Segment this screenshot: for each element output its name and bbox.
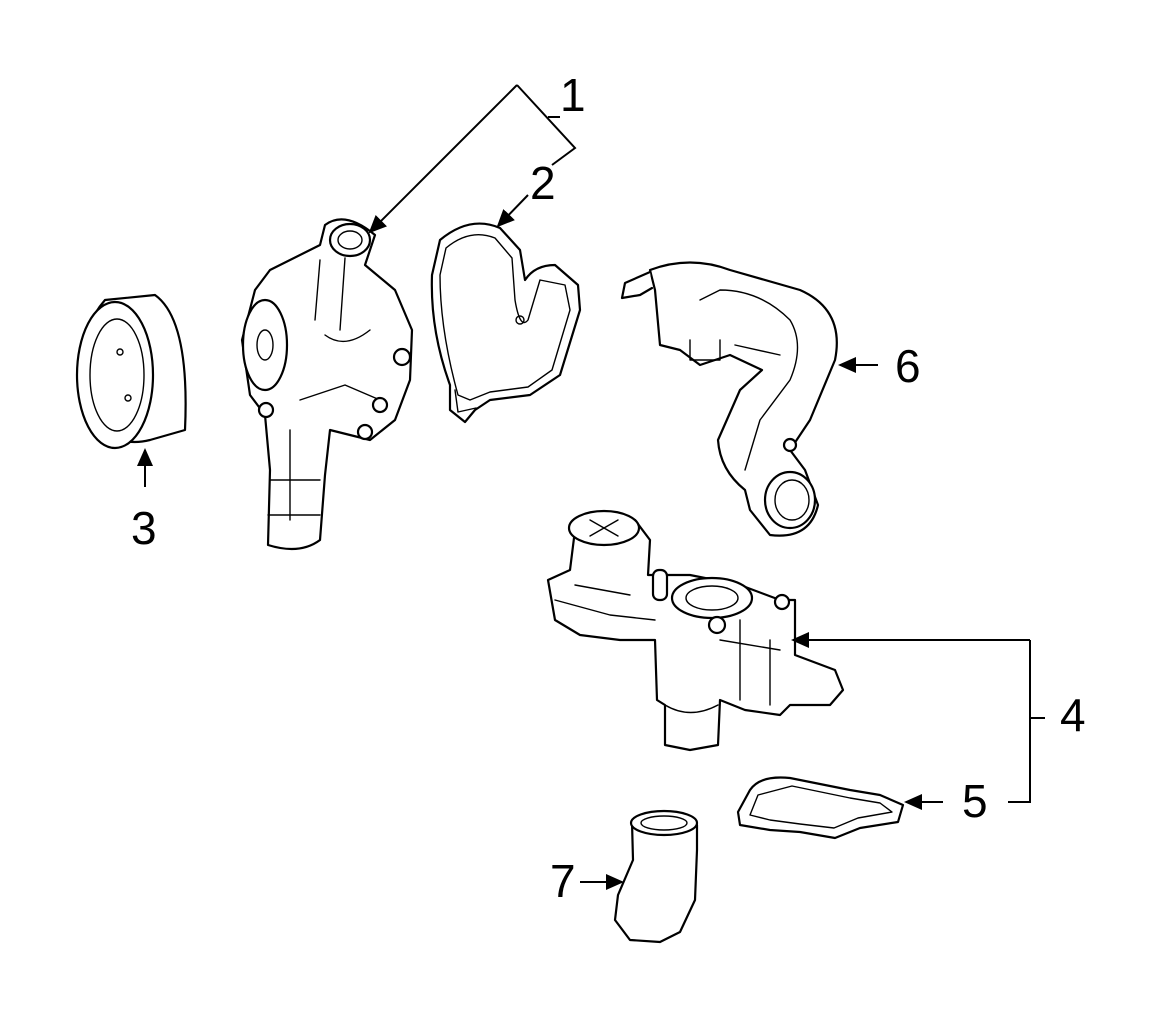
water-pump-gasket-part[interactable] <box>430 222 582 424</box>
callout-2[interactable]: 2 <box>530 157 556 209</box>
thermostat-housing-part[interactable] <box>546 509 845 752</box>
callout-6[interactable]: 6 <box>895 340 921 392</box>
pulley-part[interactable] <box>75 293 187 450</box>
callout-5[interactable]: 5 <box>962 775 988 827</box>
callout-3[interactable]: 3 <box>131 502 157 554</box>
housing-gasket-part[interactable] <box>736 776 905 840</box>
callout-4[interactable]: 4 <box>1060 689 1086 741</box>
callout-1[interactable]: 1 <box>560 69 586 121</box>
hose-part[interactable] <box>613 809 699 944</box>
callout-7[interactable]: 7 <box>550 855 576 907</box>
leader-lines <box>137 84 1045 890</box>
water-pump-part[interactable] <box>240 218 414 551</box>
coolant-pipe-part[interactable] <box>620 261 838 537</box>
